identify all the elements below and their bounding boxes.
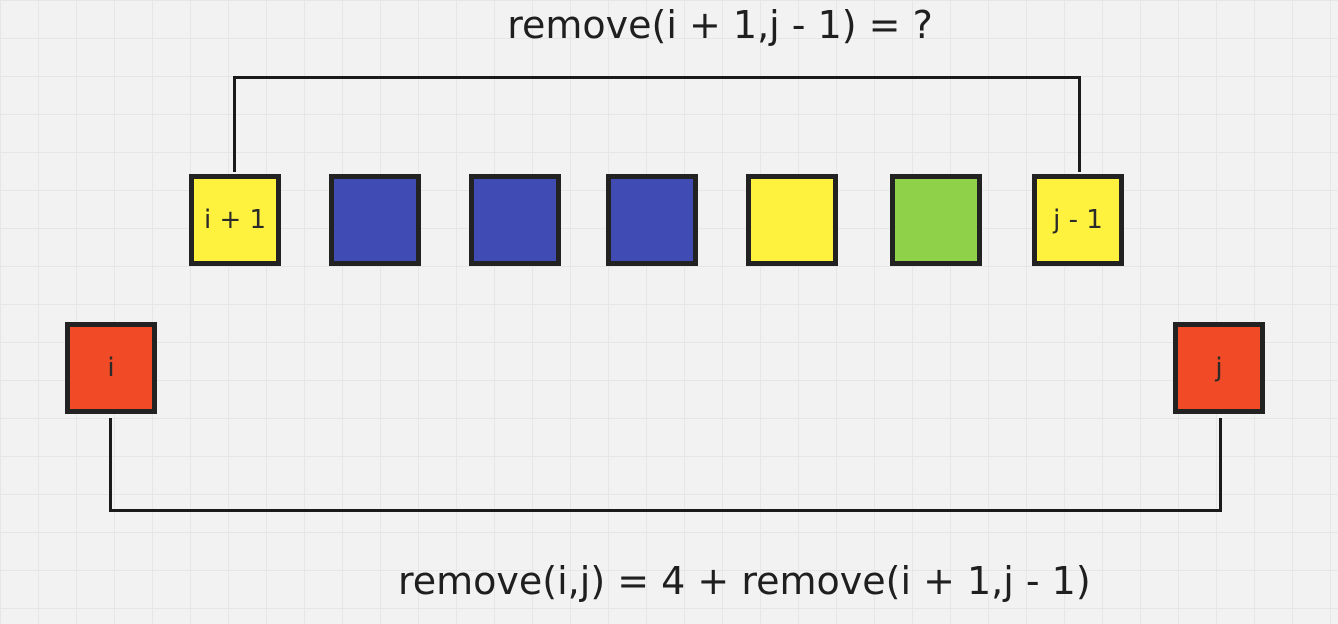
inner-range-label: remove(i + 1,j - 1) = ? — [507, 3, 933, 47]
recurrence-label: remove(i,j) = 4 + remove(i + 1,j - 1) — [398, 559, 1091, 603]
box-inner-5 — [746, 174, 838, 266]
inner-range-bracket — [233, 76, 1081, 172]
box-inner-2 — [329, 174, 421, 266]
box-j-minus-1: j - 1 — [1032, 174, 1124, 266]
box-i-plus-1: i + 1 — [189, 174, 281, 266]
outer-range-bracket — [109, 418, 1222, 512]
box-i: i — [65, 322, 157, 414]
box-j: j — [1173, 322, 1265, 414]
box-inner-4 — [606, 174, 698, 266]
box-inner-6 — [890, 174, 982, 266]
box-inner-3 — [469, 174, 561, 266]
